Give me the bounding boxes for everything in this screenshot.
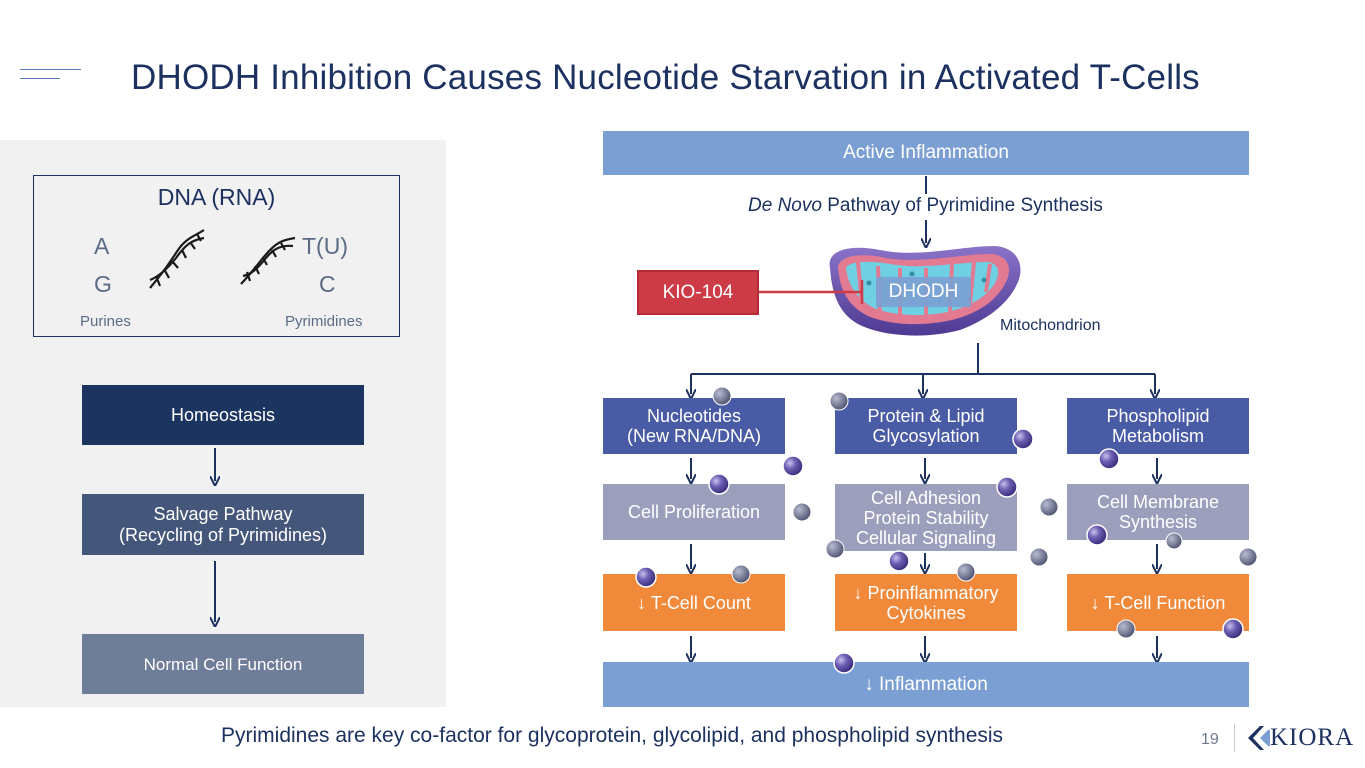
- dhodh-label: DHODH: [888, 281, 959, 302]
- cell-membrane-box: Cell Membrane Synthesis: [1067, 484, 1249, 540]
- t-cell-count-box: ↓ T-Cell Count: [603, 574, 785, 631]
- dna-box: DNA (RNA) A G T(U) C Purines Pyrimidines: [33, 175, 400, 337]
- nucleotides-box: Nucleotides (New RNA/DNA): [603, 398, 785, 454]
- normal-cell-function-box: Normal Cell Function: [82, 634, 364, 694]
- normal-cell-function-label: Normal Cell Function: [143, 654, 303, 674]
- mitochondrion-label: Mitochondrion: [1000, 317, 1101, 334]
- salvage-pathway-box: Salvage Pathway (Recycling of Pyrimidine…: [82, 494, 364, 555]
- kio-104-box: KIO-104: [637, 270, 759, 315]
- pathway-label: De Novo Pathway of Pyrimidine Synthesis: [748, 195, 1103, 217]
- page-number: 19: [1201, 731, 1219, 748]
- proinflammatory-box: ↓ Proinflammatory Cytokines: [835, 574, 1017, 631]
- t-cell-count-label: ↓ T-Cell Count: [637, 592, 751, 613]
- active-inflammation-box: Active Inflammation: [603, 131, 1249, 175]
- protein-lipid-line2: Glycosylation: [872, 426, 980, 446]
- dhodh-box: DHODH: [876, 277, 971, 307]
- kio-104-label: KIO-104: [662, 281, 734, 303]
- inflammation-label: ↓ Inflammation: [864, 673, 988, 695]
- pathway-label-italic: De Novo: [748, 195, 822, 216]
- decorative-line-top: [20, 69, 81, 70]
- nucleotides-line2: (New RNA/DNA): [626, 426, 761, 446]
- dna-title: DNA (RNA): [157, 184, 276, 210]
- dna-helix-icon-left: [149, 229, 205, 289]
- homeostasis-label: Homeostasis: [170, 404, 276, 425]
- cell-adhesion-line1: Cell Adhesion: [870, 487, 982, 508]
- footer-caption: Pyrimidines are key co-factor for glycop…: [221, 724, 1004, 747]
- kiora-logo-icon: [1248, 726, 1270, 750]
- phospholipid-box: Phospholipid Metabolism: [1067, 398, 1249, 454]
- homeostasis-box: Homeostasis: [82, 385, 364, 445]
- pathway-label-rest: Pathway of Pyrimidine Synthesis: [821, 195, 1103, 216]
- active-inflammation-label: Active Inflammation: [843, 142, 1009, 163]
- pyrimidines-label: Pyrimidines: [285, 313, 363, 330]
- purines-label: Purines: [80, 313, 131, 330]
- salvage-label-line2: (Recycling of Pyrimidines): [118, 524, 328, 545]
- cell-proliferation-box: Cell Proliferation: [603, 484, 785, 540]
- t-cell-function-label: ↓ T-Cell Function: [1090, 592, 1226, 613]
- dna-helix-icon-right: [240, 236, 296, 285]
- cell-adhesion-line2: Protein Stability: [863, 507, 989, 528]
- inflammation-box: ↓ Inflammation: [603, 662, 1249, 707]
- phospholipid-line1: Phospholipid: [1106, 406, 1210, 426]
- proinflammatory-line1: ↓ Proinflammatory: [853, 582, 999, 603]
- footer-separator: [1234, 724, 1235, 752]
- slide-title: DHODH Inhibition Causes Nucleotide Starv…: [131, 58, 1200, 97]
- proinflammatory-line2: Cytokines: [886, 602, 966, 623]
- nucleotides-line1: Nucleotides: [646, 406, 742, 426]
- protein-lipid-box: Protein & Lipid Glycosylation: [835, 398, 1017, 454]
- protein-lipid-line1: Protein & Lipid: [867, 406, 985, 426]
- purine-letter-a: A: [94, 233, 110, 259]
- pyrimidine-letter-tu: T(U): [302, 233, 348, 259]
- cell-membrane-line1: Cell Membrane: [1096, 492, 1220, 512]
- phospholipid-line2: Metabolism: [1111, 426, 1205, 446]
- salvage-label-line1: Salvage Pathway: [153, 503, 293, 524]
- purine-letter-g: G: [94, 271, 112, 297]
- cell-adhesion-line3: Cellular Signaling: [855, 527, 997, 548]
- cell-proliferation-label: Cell Proliferation: [627, 502, 761, 522]
- pyrimidine-letter-c: C: [319, 271, 336, 297]
- cell-membrane-line2: Synthesis: [1118, 512, 1198, 532]
- column-arrows: [691, 458, 1157, 658]
- decorative-line-bottom: [20, 78, 60, 79]
- cell-adhesion-box: Cell Adhesion Protein Stability Cellular…: [835, 484, 1017, 551]
- t-cell-function-box: ↓ T-Cell Function: [1067, 574, 1249, 631]
- kiora-logo-text: KIORA: [1270, 724, 1355, 751]
